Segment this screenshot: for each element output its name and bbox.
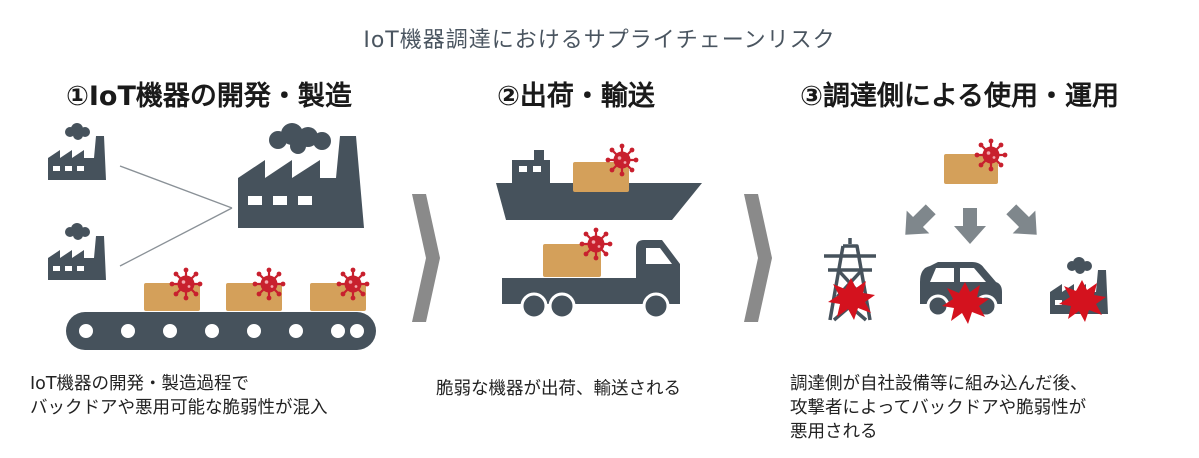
- virus-icon: [973, 137, 1009, 173]
- step2-heading: ②出荷・輸送: [497, 81, 655, 112]
- device-box-icon: [573, 162, 629, 192]
- step1-description-line1: IoT機器の開発・製造過程で: [30, 374, 250, 394]
- cargo-ship-icon: [496, 150, 702, 220]
- virus-icon: [578, 226, 614, 262]
- step3-description-line2: 攻撃者によってバックドアや脆弱性が: [790, 398, 1087, 418]
- virus-icon: [604, 142, 640, 178]
- step3-description-line1: 調達側が自社設備等に組み込んだ後、: [790, 374, 1088, 394]
- step3-description: 調達側が自社設備等に組み込んだ後、 攻撃者によってバックドアや脆弱性が 悪用され…: [790, 372, 1088, 444]
- step1-heading: ①IoT機器の開発・製造: [66, 81, 352, 112]
- step2-description-line1: 脆弱な機器が出荷、輸送される: [436, 379, 681, 399]
- step1-description: IoT機器の開発・製造過程で バックドアや悪用可能な脆弱性が混入: [30, 372, 328, 420]
- arrow-icon: [744, 194, 772, 322]
- factory-icon: [48, 123, 106, 180]
- factory-icon: [48, 223, 106, 280]
- car-icon: [920, 262, 1002, 318]
- arrow-icon: [412, 194, 440, 322]
- device-box-icon: [144, 283, 366, 311]
- step1-description-line2: バックドアや悪用可能な脆弱性が混入: [30, 398, 328, 418]
- conveyor-belt-icon: [66, 312, 376, 350]
- step2-description: 脆弱な機器が出荷、輸送される: [436, 377, 681, 401]
- diagram-title: IoT機器調達におけるサプライチェーンリスク: [363, 28, 836, 53]
- connector-lines: [119, 165, 233, 267]
- factory-icon: [238, 123, 364, 228]
- step3-description-line3: 悪用される: [790, 422, 878, 442]
- step3-heading: ③調達側による使用・運用: [800, 81, 1120, 112]
- arrow-icon: [893, 197, 1049, 247]
- truck-icon: [502, 240, 680, 320]
